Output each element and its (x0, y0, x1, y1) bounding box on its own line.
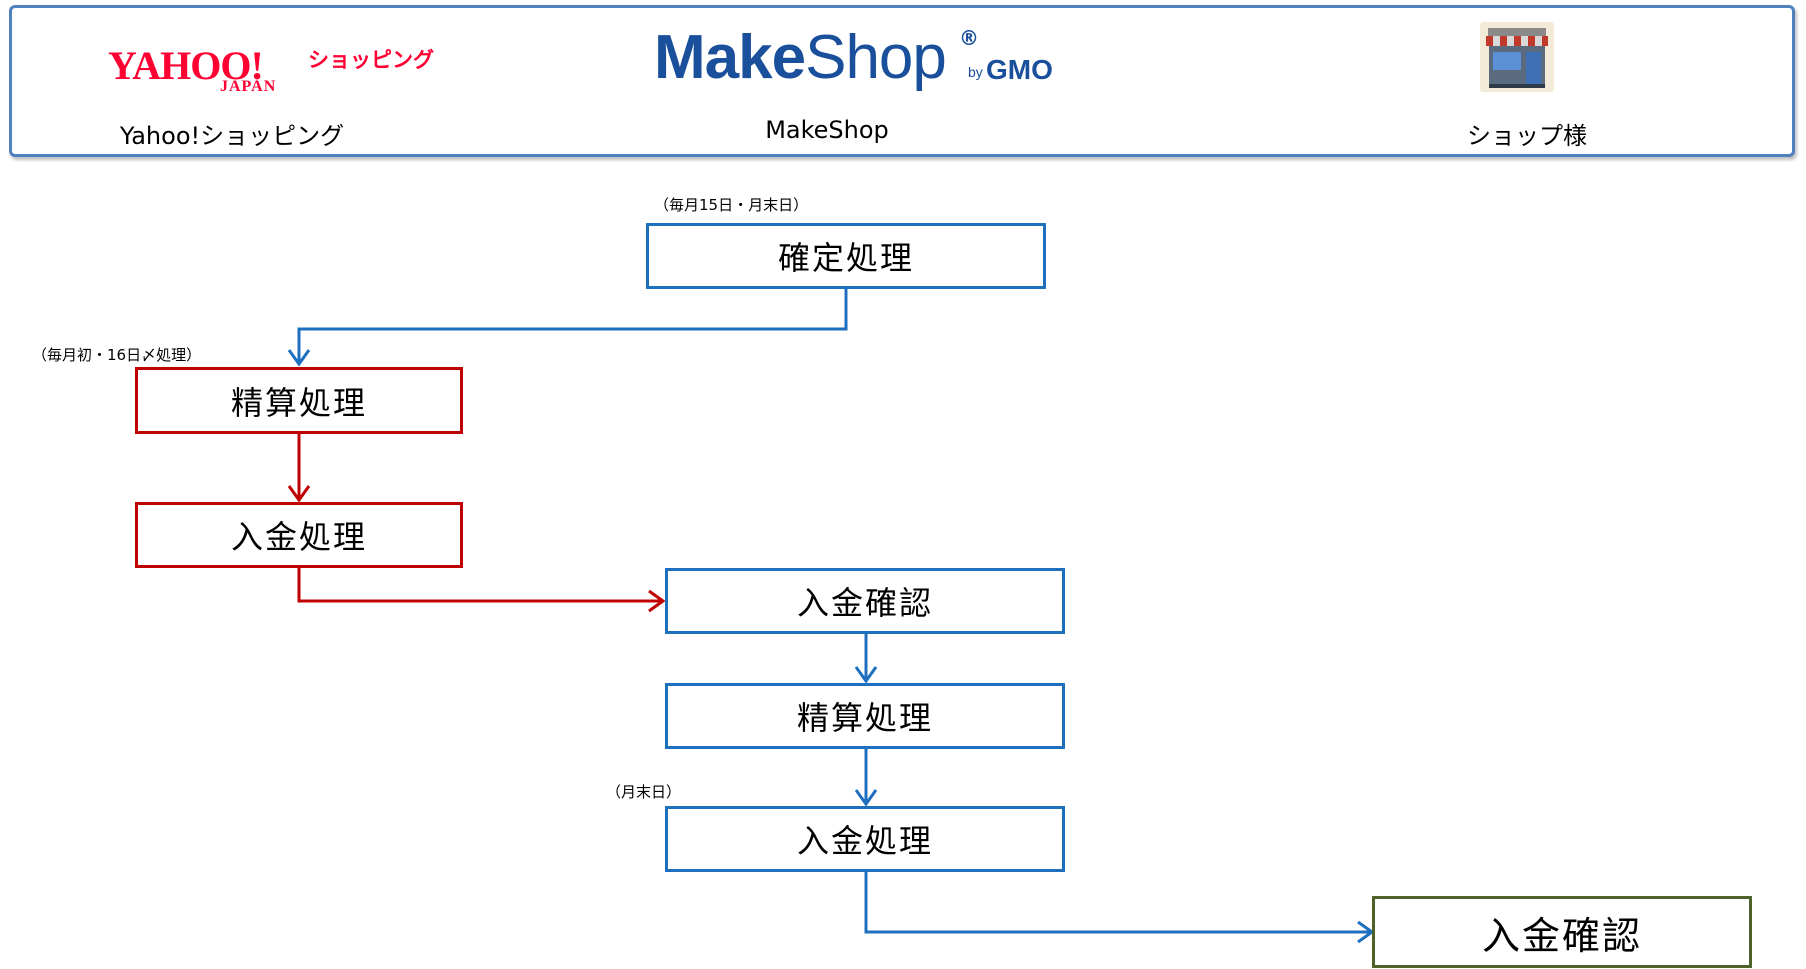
note-ms-nyukin-schedule: （月末日） (606, 783, 682, 801)
note-yahoo-schedule: （毎月初・16日〆処理） (32, 346, 202, 364)
yahoo-logo-main: YAHOO! (108, 43, 264, 88)
box-shop-nyukin-kakunin: 入金確認 (1372, 896, 1752, 968)
makeshop-logo-registered: ® (959, 26, 979, 50)
shop-label: ショップ様 (1467, 122, 1587, 150)
store-icon (1480, 22, 1554, 92)
box-yahoo-seisan-shori: 精算処理 (135, 367, 463, 434)
makeshop-logo-by: by (968, 64, 983, 80)
yahoo-shopping-logo: YAHOO! JAPAN ショッピング (108, 38, 448, 98)
connector-ms-nyukin-to-shop-kakunin (864, 872, 1370, 934)
connector-yahoo-nyukin-to-ms-kakunin (297, 568, 661, 603)
shop-column: ショップ様 (1312, 8, 1742, 154)
makeshop-logo-gmo: GMO (986, 54, 1053, 85)
makeshop-logo-shop: Shop (805, 23, 947, 92)
yahoo-column: YAHOO! JAPAN ショッピング Yahoo!ショッピング (12, 8, 452, 154)
connector-kakutei-to-seisan (297, 289, 848, 362)
box-yahoo-nyukin-shori: 入金処理 (135, 502, 463, 568)
yahoo-logo-japan: JAPAN (220, 78, 277, 95)
yahoo-logo-shopping: ショッピング (308, 48, 434, 72)
makeshop-logo-make: Make (654, 23, 806, 92)
box-kakutei-shori: 確定処理 (646, 223, 1046, 289)
makeshop-label: MakeShop (765, 116, 889, 144)
box-ms-nyukin-shori: 入金処理 (665, 806, 1065, 872)
box-ms-seisan-shori: 精算処理 (665, 683, 1065, 749)
note-kakutei-schedule: （毎月15日・月末日） (654, 196, 809, 214)
yahoo-label: Yahoo!ショッピング (119, 122, 345, 150)
makeshop-logo: MakeShop ® by GMO (654, 22, 1094, 102)
box-ms-nyukin-kakunin: 入金確認 (665, 568, 1065, 634)
makeshop-column: MakeShop (612, 8, 1042, 154)
